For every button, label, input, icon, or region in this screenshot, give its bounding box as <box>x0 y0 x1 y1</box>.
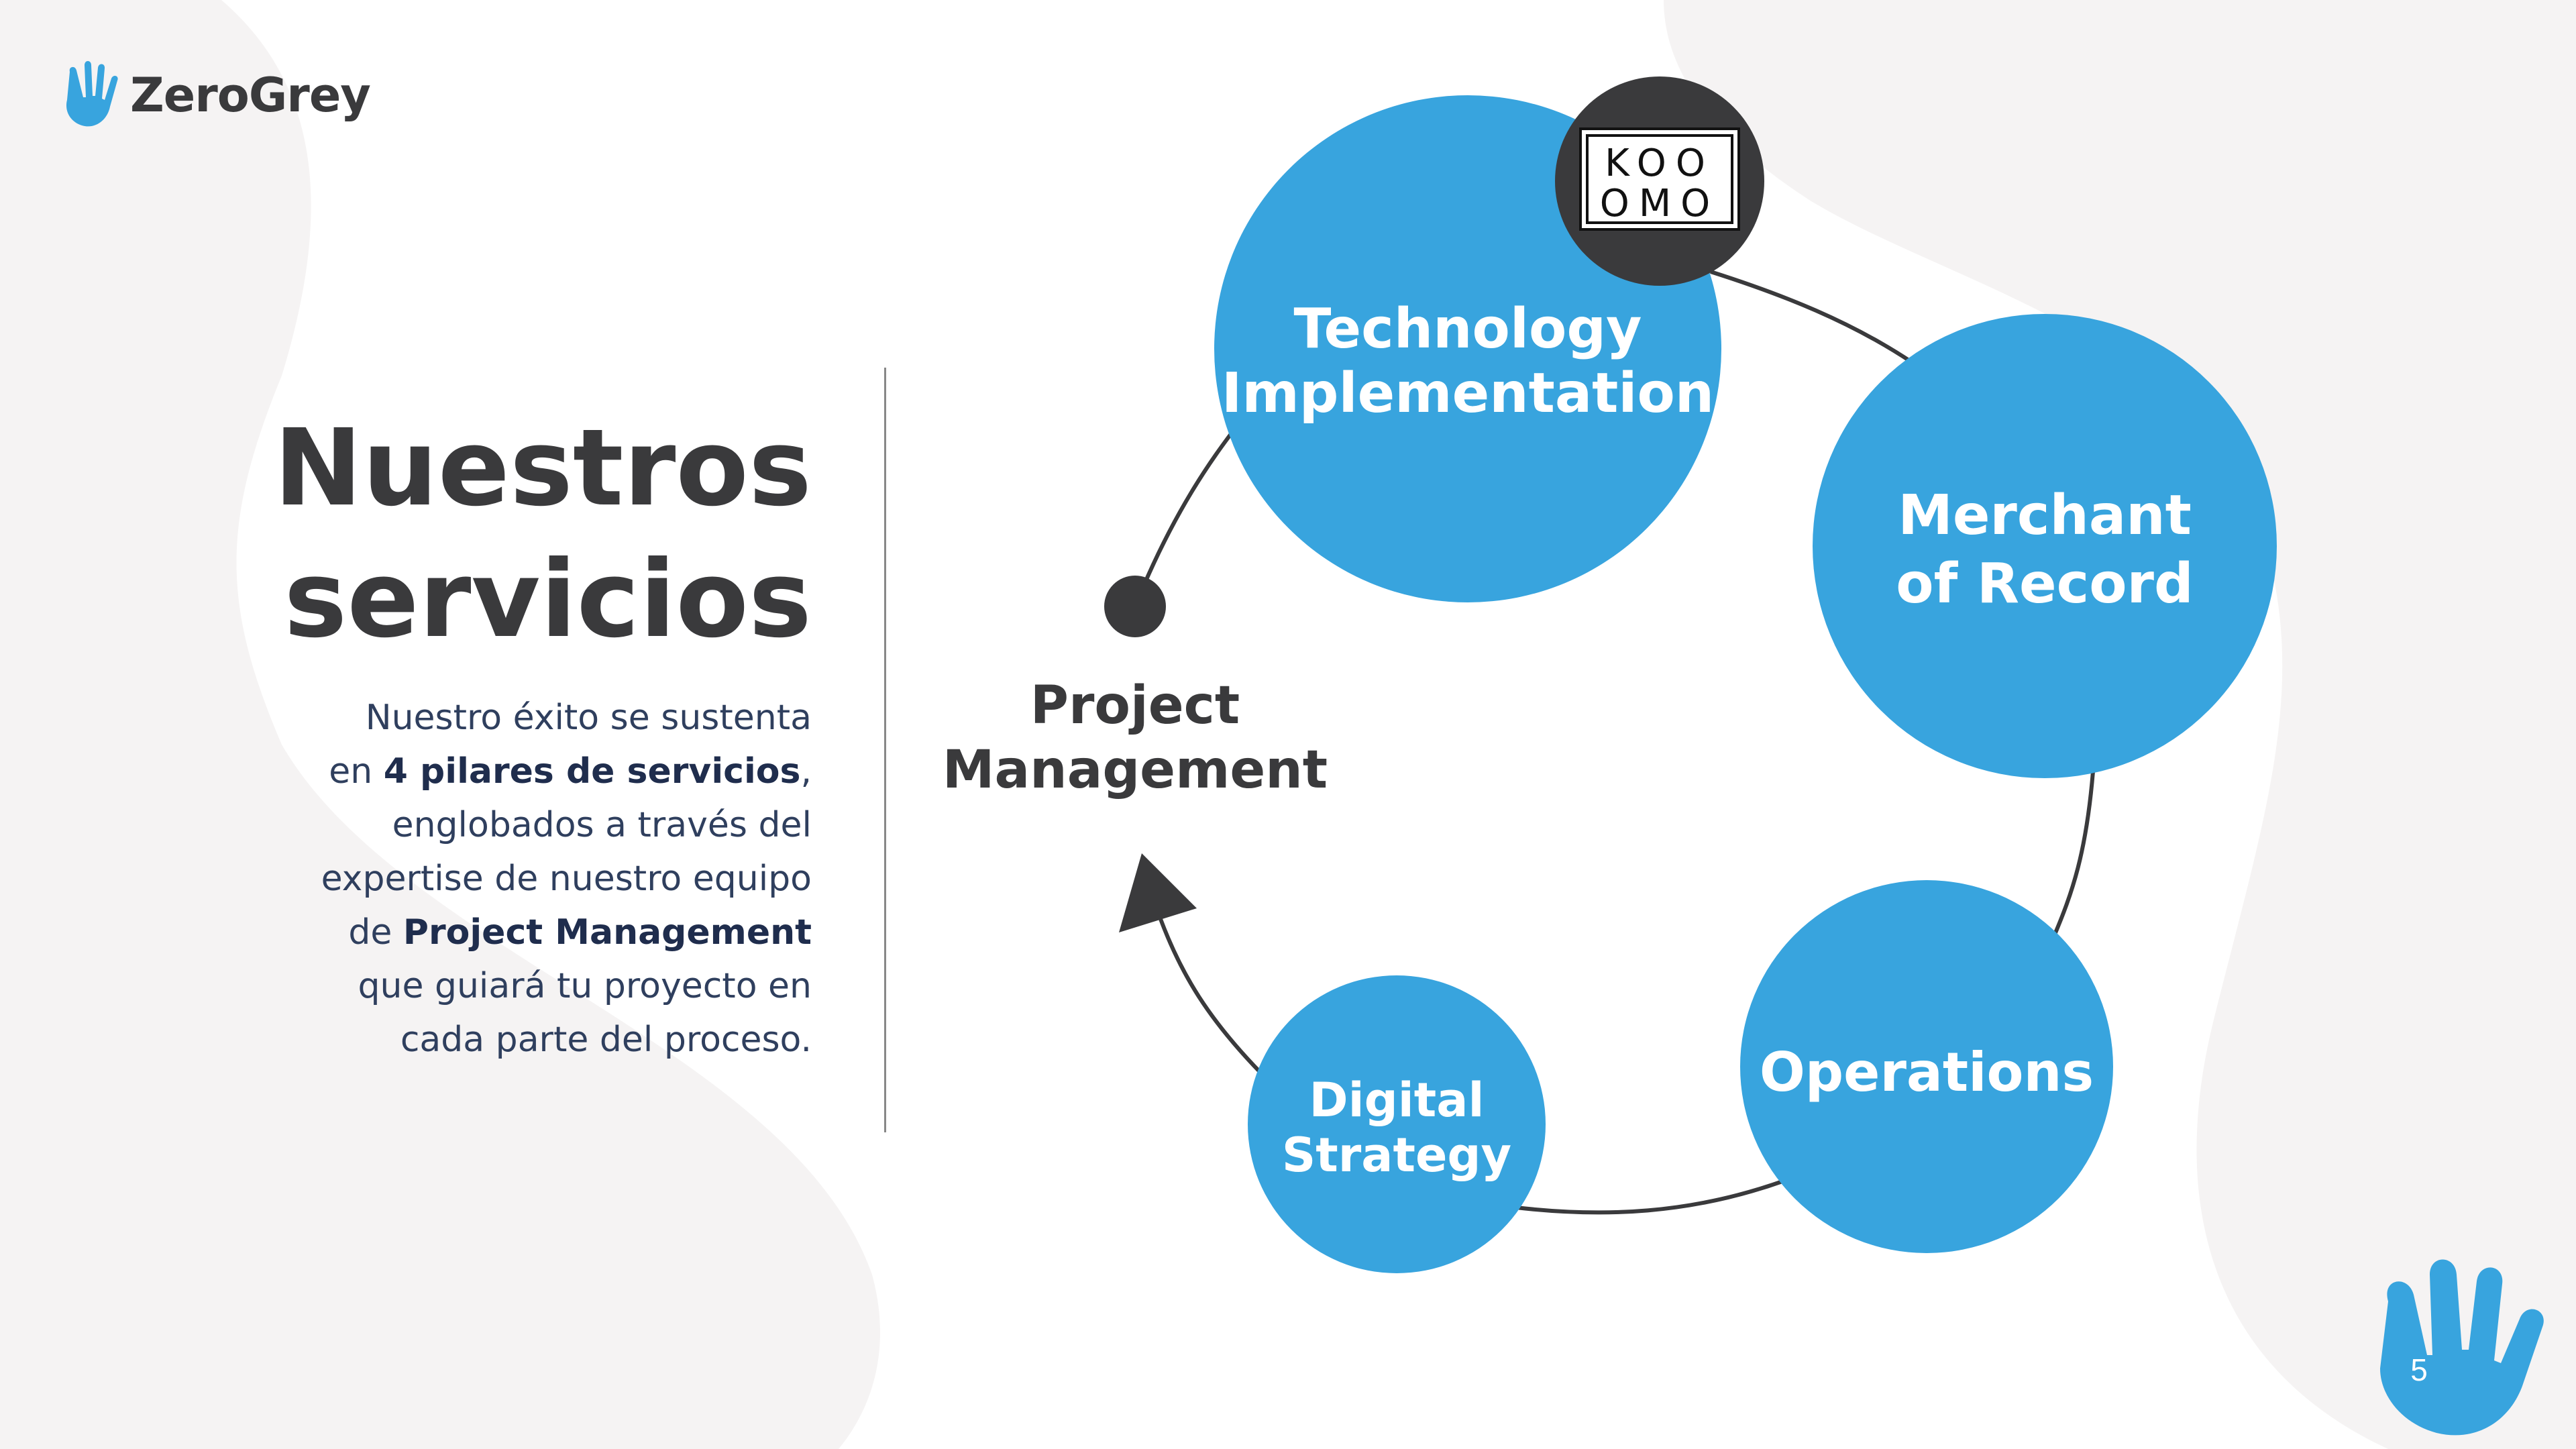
cycle-path <box>1133 270 2095 1215</box>
desc-line-7: cada parte del proceso. <box>400 1020 812 1060</box>
desc-text: , <box>800 751 812 792</box>
pillar-4-line-1: Digital <box>1309 1073 1485 1128</box>
desc-line-5: de Project Management <box>208 906 812 959</box>
title-line-2: servicios <box>284 538 812 661</box>
pillar-4-line-2: Strategy <box>1282 1128 1511 1183</box>
desc-text: de <box>348 912 403 953</box>
pillar-merchant-of-record: Merchant of Record <box>1813 314 2277 778</box>
desc-bold-pm: Project Management <box>402 912 812 953</box>
pillar-1-line-2: Implementation <box>1222 362 1714 425</box>
hand-badge-icon <box>2380 1259 2544 1436</box>
cycle-arrowhead-icon <box>1119 853 1197 932</box>
desc-line-2: en 4 pilares de servicios, <box>208 745 812 798</box>
page-number: 5 <box>2410 1352 2428 1387</box>
pillar-operations: Operations <box>1740 880 2113 1253</box>
page-title: Nuestros servicios <box>274 402 812 665</box>
desc-line-4: expertise de nuestro equipo <box>321 859 812 899</box>
pillar-3-line-1: Operations <box>1760 1041 2094 1104</box>
cycle-start-dot <box>1104 576 1166 637</box>
partner-logo-row-1: KOO <box>1605 142 1715 185</box>
pillar-2-line-1: Merchant <box>1898 484 2192 547</box>
center-label-line-2: Management <box>943 740 1328 800</box>
pillar-digital-strategy: Digital Strategy <box>1248 975 1546 1273</box>
desc-text: en <box>329 751 384 792</box>
brand-name: ZeroGrey <box>130 68 371 123</box>
partner-logo-row-2: OMO <box>1600 182 1719 225</box>
desc-line-3: englobados a través del <box>392 805 812 845</box>
pillar-2-line-2: of Record <box>1896 552 2193 616</box>
zerogrey-logo: ZeroGrey <box>58 55 371 136</box>
page-number-badge: 5 <box>2380 1259 2544 1436</box>
center-label-line-1: Project <box>1030 676 1240 736</box>
desc-bold-pillars: 4 pilares de servicios <box>383 751 801 792</box>
pillar-1-line-1: Technology <box>1294 297 1642 361</box>
background-blob-right <box>1664 0 2576 1449</box>
partner-logo-badge: KOO OMO <box>1555 76 1764 286</box>
desc-line-6: que guiará tu proyecto en <box>358 966 812 1006</box>
background-blob-left <box>0 0 880 1449</box>
description: Nuestro éxito se sustenta en 4 pilares d… <box>208 691 812 1067</box>
hand-logo-icon <box>66 61 118 127</box>
vertical-divider <box>884 368 886 1132</box>
title-line-1: Nuestros <box>274 407 812 530</box>
desc-line-1: Nuestro éxito se sustenta <box>365 698 812 738</box>
